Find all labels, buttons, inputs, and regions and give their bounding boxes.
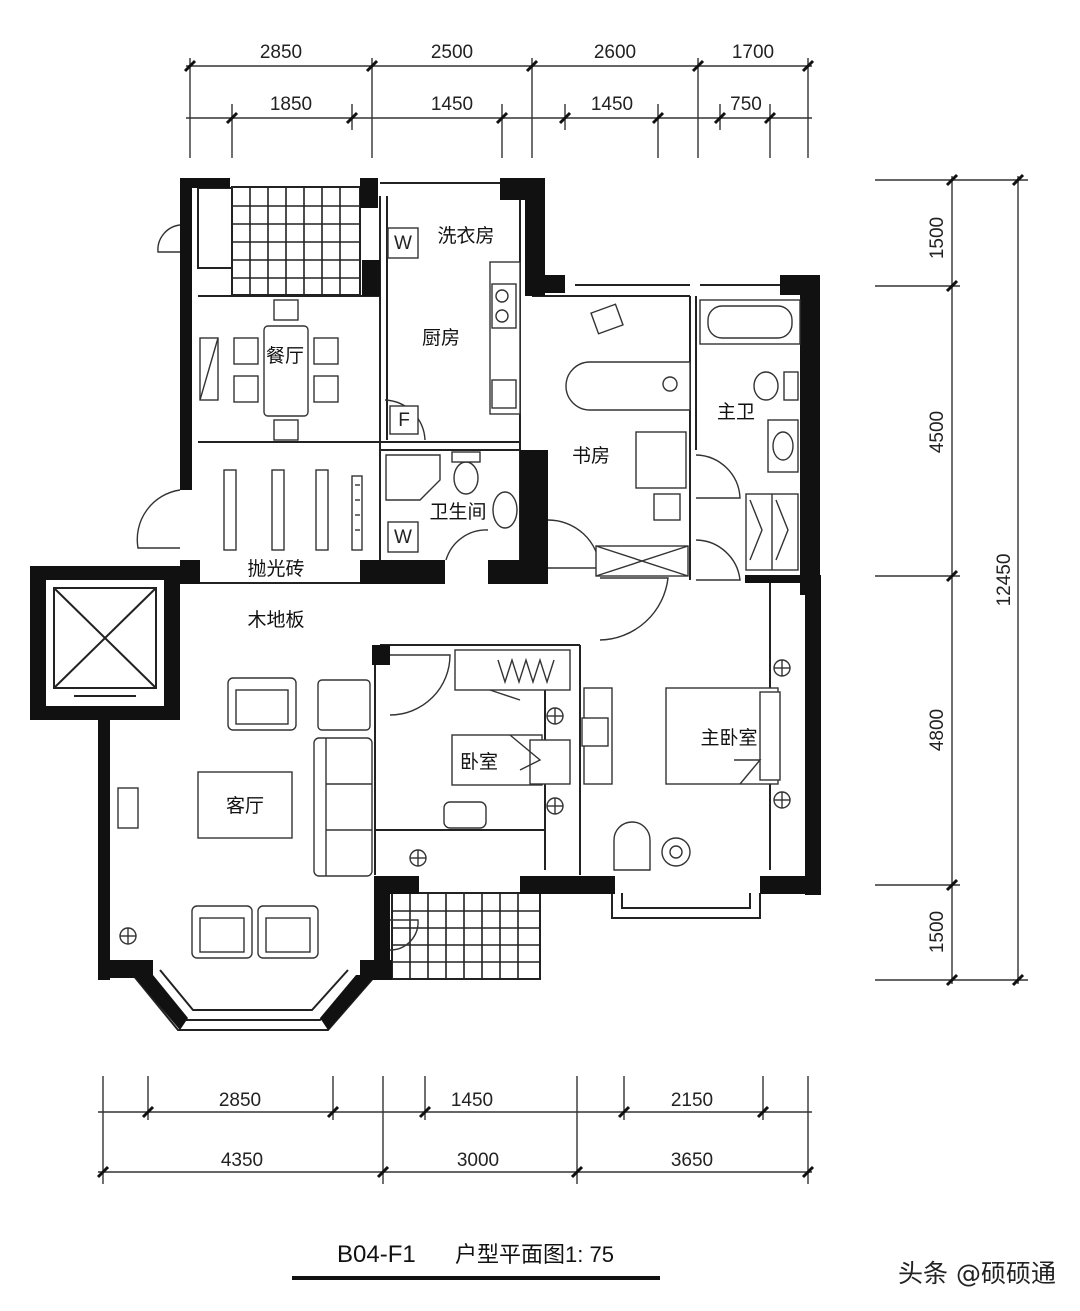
bottom-balcony [391,892,541,980]
washer-label-2: W [394,527,412,548]
watermark: 头条 @硕硕通 [898,1259,1056,1288]
label-study: 书房 [572,445,610,467]
label-living-room: 客厅 [226,795,264,817]
dim-bottom-inner-3: 2150 [671,1090,713,1111]
dim-bottom-inner-2: 1450 [451,1090,493,1111]
doors [136,224,741,951]
elevator-shaft [30,566,180,720]
hallway-cabinets [223,469,363,551]
living-furniture [117,677,373,959]
dim-bottom-inner-1: 2850 [219,1090,261,1111]
dim-top-inner-4: 750 [730,94,762,115]
dim-top-outer-1: 2850 [260,42,302,63]
dim-bottom-outer-3: 3650 [671,1150,713,1171]
study-furniture [565,303,691,577]
dim-right-4: 1500 [927,911,948,953]
plan-scale-label: 户型平面图1: 75 [455,1242,614,1267]
label-wood-floor: 木地板 [247,609,304,631]
guest-bath-fixtures [385,451,518,529]
top-dimension-lines: 2850 2500 2600 1700 1850 1450 1450 750 [183,42,815,158]
dim-right-3: 4800 [927,709,948,751]
label-dining: 餐厅 [266,345,304,367]
dim-top-outer-2: 2500 [431,42,473,63]
dim-right-total: 12450 [994,554,1015,607]
label-master-bath: 主卫 [717,401,755,423]
right-dimension-lines: 1500 4500 4800 1500 12450 [875,173,1028,987]
master-bay-window [611,893,761,919]
dim-bottom-outer-2: 3000 [457,1150,499,1171]
walls [98,178,821,1030]
top-balcony [231,186,361,296]
dim-bottom-outer-1: 4350 [221,1150,263,1171]
dim-top-inner-2: 1450 [431,94,473,115]
dim-top-inner-1: 1850 [270,94,312,115]
label-master-bedroom: 主卧室 [700,727,757,749]
label-polished-tile: 抛光砖 [247,558,304,580]
master-bath-fixtures [699,299,801,571]
label-bedroom: 卧室 [460,751,498,773]
dim-top-outer-3: 2600 [594,42,636,63]
plan-code: B04-F1 [337,1241,416,1268]
fridge-label: F [398,410,410,431]
dining-furniture [199,299,339,441]
kitchen-fixtures: W F W [387,227,521,553]
washer-label-1: W [394,233,412,254]
plan-title: B04-F1 户型平面图1: 75 [292,1241,660,1280]
dim-top-inner-3: 1450 [591,94,633,115]
dim-right-1: 1500 [927,217,948,259]
label-kitchen: 厨房 [422,327,460,349]
bedroom-furniture [409,649,571,867]
dim-top-outer-4: 1700 [732,42,774,63]
label-laundry: 洗衣房 [437,225,494,247]
master-bedroom-furniture [581,659,791,871]
room-labels: 洗衣房 厨房 餐厅 书房 主卫 卫生间 抛光砖 木地板 卧室 主卧室 客厅 [226,225,758,817]
label-guest-bath: 卫生间 [429,501,486,523]
dim-right-2: 4500 [927,411,948,453]
bottom-dimension-lines: 2850 1450 2150 4350 3000 3650 [96,1076,815,1184]
